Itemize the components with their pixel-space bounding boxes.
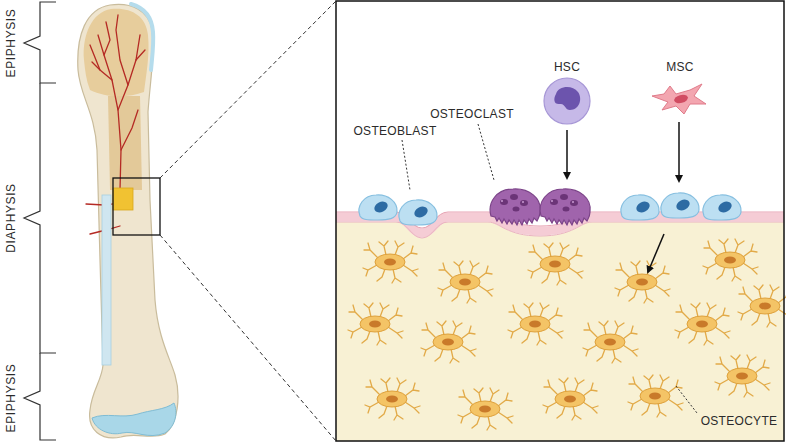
osteocyte-cell [628,375,683,417]
cell-label: OSTEOCLAST [428,107,516,121]
osteoblast-cell [661,193,699,218]
long-bone [78,4,178,438]
osteocyte-cell [458,388,513,430]
osteoblast-cell [399,200,437,225]
osteocyte-cell [363,241,418,283]
region-label: EPIPHYSIS [4,362,18,435]
osteocyte-cell [438,261,493,303]
cell-label: HSC [552,60,582,74]
arrows [567,122,679,272]
osteoblast-cell [621,195,659,220]
osteocyte-cell [583,321,638,363]
msc-cell [652,84,706,114]
cell-label: OSTEOCYTE [699,414,780,428]
osteocyte-cell [528,243,583,285]
osteocyte-cell [615,261,670,303]
osteocyte-cell [508,303,563,345]
region-label: DIAPHYSIS [4,181,18,254]
region-label: EPIPHYSIS [4,7,18,80]
cell-label: OSTEOBLAST [351,124,438,138]
zoom-lines [160,1,336,441]
hsc-cell [544,78,590,124]
osteoclast-cell [490,189,540,225]
osteocyte-cell [715,355,770,397]
osteocyte-cell [738,285,786,327]
osteoclast-cell [540,189,590,225]
zoom-panel [336,1,786,441]
osteocyte-cell [675,303,730,345]
osteocyte-cell [703,239,758,281]
osteocyte-cell [421,321,476,363]
cell-label: MSC [664,60,696,74]
osteocytes [348,239,786,430]
osteocyte-cell [348,303,403,345]
leader-lines [402,124,697,413]
osteoblast-cell [359,195,397,220]
osteocyte-cell [543,378,598,420]
region-bracket [24,2,56,440]
osteocyte-cell [365,378,420,420]
osteoblast-cell [703,195,741,220]
